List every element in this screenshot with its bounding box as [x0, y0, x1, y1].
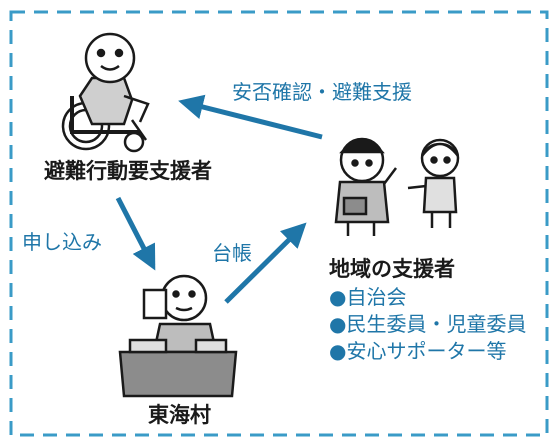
- bullet-icon: ●: [329, 285, 347, 309]
- bullet-icon: ●: [329, 339, 347, 363]
- supporter-item: ●安心サポーター等: [329, 341, 506, 361]
- supporter-item-label: 自治会: [346, 285, 407, 309]
- supporter-item: ●民生委員・児童委員: [329, 314, 526, 334]
- supporters-pair-illustration: [334, 137, 460, 236]
- wheelchair-person-illustration: [61, 32, 150, 153]
- arrow-apply: [115, 196, 156, 271]
- bullet-icon: ●: [329, 312, 347, 336]
- node-label-supporters: 地域の支援者: [329, 257, 455, 281]
- office-worker-illustration: [118, 274, 238, 398]
- arrow-confirm: [178, 94, 323, 140]
- supporter-item-label: 安心サポーター等: [346, 339, 507, 363]
- supporter-item-label: 民生委員・児童委員: [346, 312, 527, 336]
- supporter-item: ●自治会: [329, 287, 406, 307]
- node-label-requester: 避難行動要支援者: [44, 159, 212, 183]
- edge-label-ledger: 台帳: [212, 241, 252, 265]
- edge-label-confirm: 安否確認・避難支援: [232, 80, 412, 104]
- dashed-frame: [9, 10, 549, 437]
- arrow-ledger: [224, 222, 307, 304]
- edge-label-apply: 申し込み: [22, 230, 102, 254]
- node-label-village: 東海村: [148, 403, 211, 427]
